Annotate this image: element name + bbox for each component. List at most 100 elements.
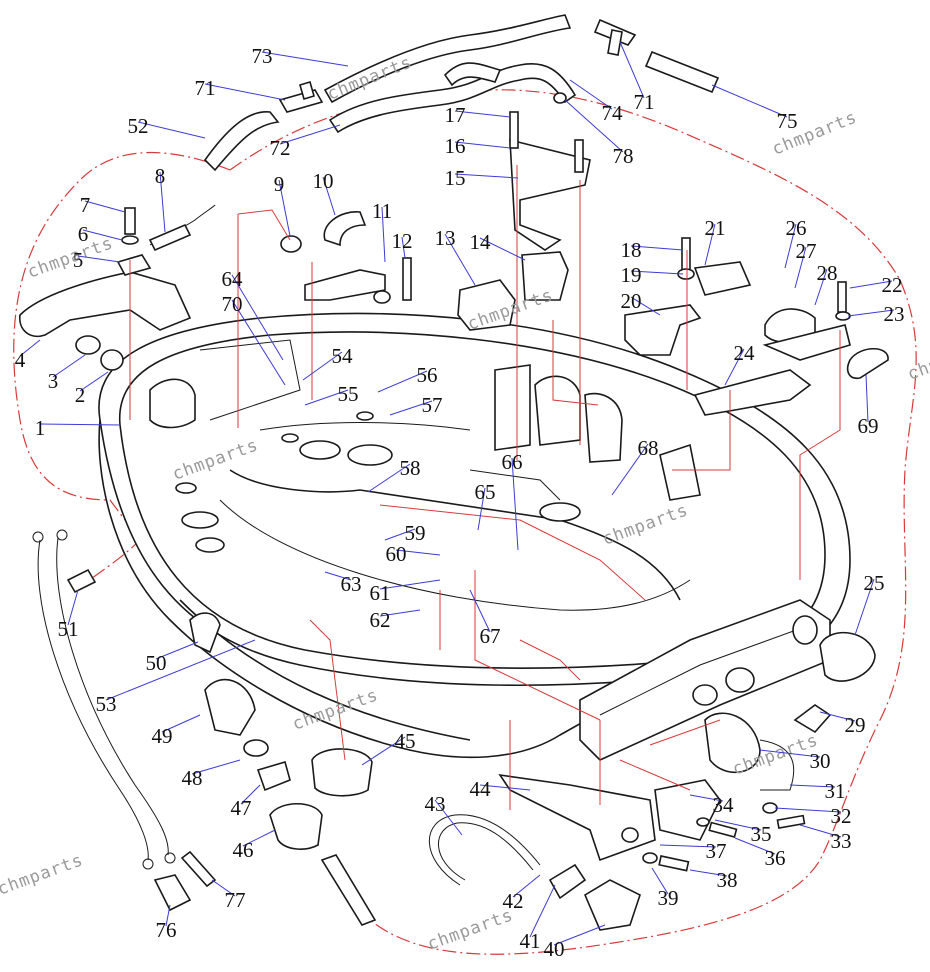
callout-13: 13 bbox=[435, 226, 456, 250]
leader-line-70 bbox=[231, 299, 286, 386]
lower-cowling bbox=[98, 312, 851, 761]
leader-line-44 bbox=[479, 784, 531, 791]
leader-line-1 bbox=[39, 423, 121, 426]
leader-line-5 bbox=[77, 255, 121, 263]
callout-5: 5 bbox=[73, 248, 84, 272]
leader-line-58 bbox=[367, 463, 411, 493]
watermark-11: chmparts bbox=[905, 335, 930, 385]
leader-line-31 bbox=[789, 784, 836, 788]
leader-line-61 bbox=[379, 579, 441, 590]
leader-line-46 bbox=[242, 829, 276, 847]
leader-line-2 bbox=[79, 371, 109, 392]
callout-72: 72 bbox=[270, 136, 291, 160]
leader-line-68 bbox=[611, 443, 649, 496]
callout-1: 1 bbox=[35, 416, 46, 440]
callout-21: 21 bbox=[705, 216, 726, 240]
callout-34: 34 bbox=[713, 793, 735, 817]
callout-67: 67 bbox=[480, 624, 501, 648]
callout-78: 78 bbox=[613, 144, 634, 168]
leader-line-30 bbox=[759, 749, 821, 758]
leader-line-69 bbox=[865, 374, 869, 423]
callout-75: 75 bbox=[777, 109, 798, 133]
callout-25: 25 bbox=[864, 571, 885, 595]
leader-line-12 bbox=[401, 236, 406, 259]
leader-line-10 bbox=[322, 176, 336, 216]
leader-line-36 bbox=[734, 837, 776, 855]
callout-7: 7 bbox=[80, 193, 91, 217]
leader-line-75 bbox=[711, 84, 788, 118]
leader-line-52 bbox=[137, 121, 206, 139]
callout-54: 54 bbox=[332, 344, 354, 368]
leader-line-41 bbox=[529, 884, 556, 938]
leader-line-71-2 bbox=[619, 41, 645, 99]
callout-29: 29 bbox=[845, 713, 866, 737]
callout-6: 6 bbox=[78, 222, 89, 246]
leader-line-37 bbox=[659, 844, 717, 848]
leader-line-40 bbox=[553, 924, 606, 946]
leader-line-11 bbox=[381, 206, 386, 263]
callout-55: 55 bbox=[338, 382, 359, 406]
leader-line-27 bbox=[794, 246, 807, 289]
leader-line-16 bbox=[454, 141, 511, 149]
callout-16: 16 bbox=[445, 134, 466, 158]
leader-line-53 bbox=[105, 639, 256, 701]
leader-line-42 bbox=[512, 874, 541, 898]
leader-line-19 bbox=[630, 270, 684, 275]
callout-37: 37 bbox=[706, 839, 727, 863]
callout-51: 51 bbox=[58, 617, 79, 641]
leader-line-60 bbox=[395, 549, 441, 556]
leader-line-76 bbox=[165, 904, 171, 927]
leader-line-63 bbox=[324, 571, 352, 581]
callout-44: 44 bbox=[470, 777, 492, 801]
callout-11: 11 bbox=[372, 199, 392, 223]
leader-line-78 bbox=[564, 99, 624, 153]
callout-57: 57 bbox=[422, 393, 443, 417]
callout-60: 60 bbox=[386, 542, 407, 566]
callout-71: 71 bbox=[195, 76, 216, 100]
callout-64: 64 bbox=[222, 267, 244, 291]
leader-line-73 bbox=[261, 51, 349, 67]
callout-12: 12 bbox=[392, 229, 413, 253]
callout-53: 53 bbox=[96, 692, 117, 716]
callout-69: 69 bbox=[858, 414, 879, 438]
callout-3: 3 bbox=[48, 369, 59, 393]
callout-76: 76 bbox=[156, 918, 177, 942]
callout-14: 14 bbox=[470, 230, 492, 254]
leader-line-3 bbox=[52, 354, 86, 378]
callout-74: 74 bbox=[602, 101, 624, 125]
callout-2: 2 bbox=[75, 383, 86, 407]
leader-line-23 bbox=[847, 309, 895, 317]
callout-23: 23 bbox=[884, 302, 905, 326]
callout-59: 59 bbox=[405, 521, 426, 545]
leader-line-66 bbox=[511, 457, 519, 551]
callout-65: 65 bbox=[475, 480, 496, 504]
assembly-guide-lines bbox=[129, 165, 841, 810]
leader-line-4 bbox=[19, 339, 41, 357]
callout-45: 45 bbox=[395, 729, 416, 753]
callout-35: 35 bbox=[751, 822, 772, 846]
callout-26: 26 bbox=[786, 216, 807, 240]
leader-line-24 bbox=[724, 348, 745, 386]
front-hardware bbox=[19, 111, 889, 931]
leader-line-7 bbox=[84, 200, 126, 213]
leader-line-14 bbox=[479, 237, 526, 261]
leader-line-72 bbox=[279, 124, 341, 145]
callout-4: 4 bbox=[15, 348, 26, 372]
leader-line-32 bbox=[774, 807, 842, 813]
callout-36: 36 bbox=[765, 846, 786, 870]
callout-40: 40 bbox=[544, 937, 565, 961]
callout-15: 15 bbox=[445, 166, 466, 190]
callout-8: 8 bbox=[155, 164, 166, 188]
leader-line-26 bbox=[784, 223, 797, 269]
callout-66: 66 bbox=[502, 450, 523, 474]
leader-line-25 bbox=[854, 578, 875, 636]
leader-line-62 bbox=[379, 609, 421, 617]
leader-line-9 bbox=[278, 179, 291, 237]
callout-18: 18 bbox=[621, 238, 642, 262]
leader-line-22 bbox=[849, 280, 893, 289]
leader-line-34 bbox=[689, 794, 724, 802]
leader-lines bbox=[19, 41, 895, 946]
leader-line-38 bbox=[689, 869, 728, 877]
leader-line-71 bbox=[204, 83, 286, 101]
